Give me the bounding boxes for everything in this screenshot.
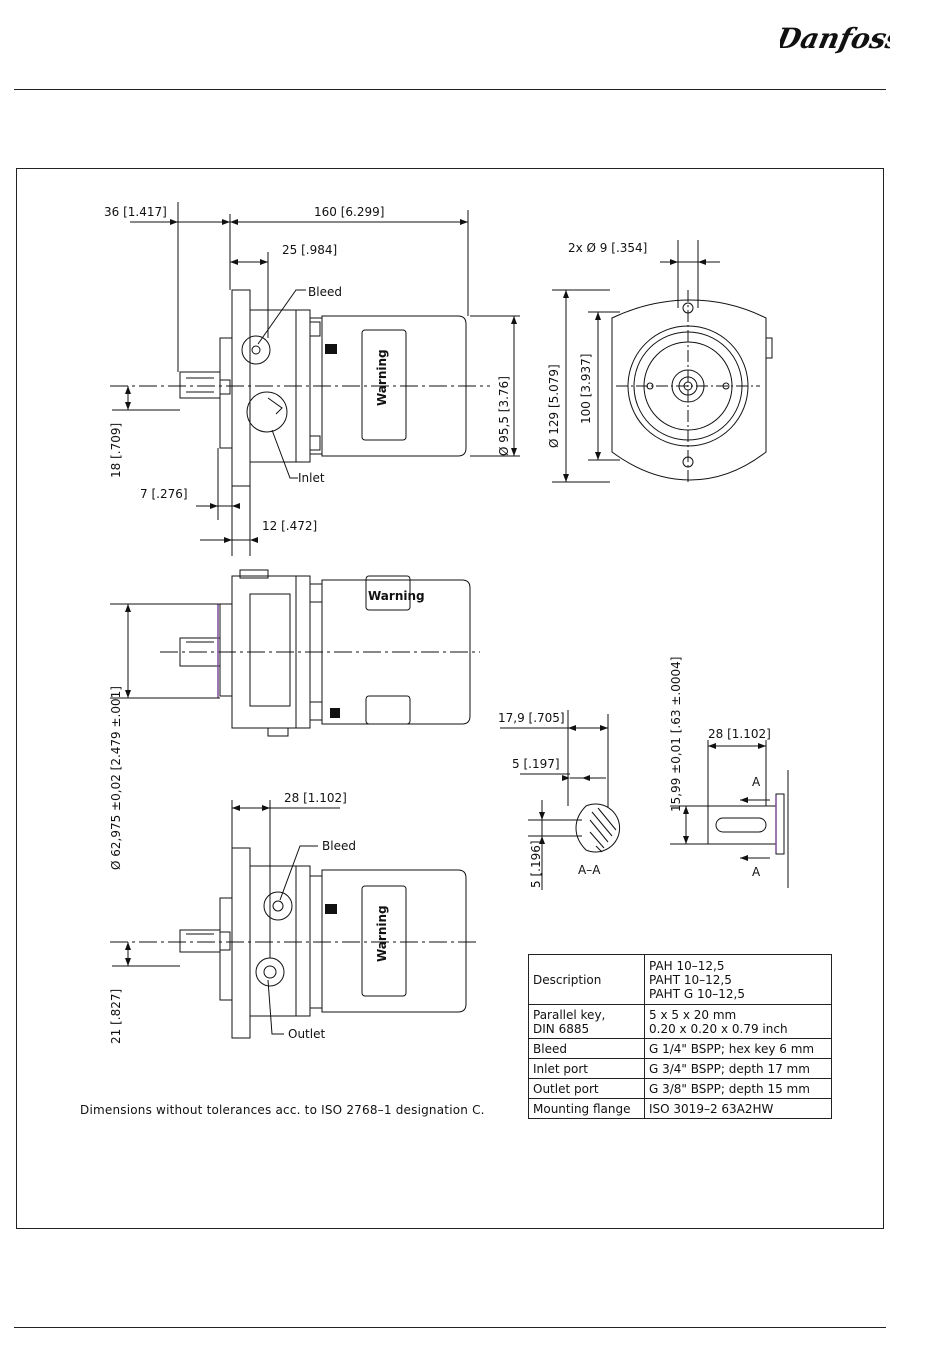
label-outlet: Outlet [288,1027,325,1041]
label-bleed-top: Bleed [308,285,342,299]
table-row: Inlet port G 3/4" BSPP; depth 17 mm [528,1058,832,1079]
shaft-detail [670,740,789,888]
dim-dia-129: Ø 129 [5.079] [547,364,561,448]
dim-7: 7 [.276] [140,487,188,501]
warning-label-1: Warning [375,349,389,406]
spec-label: Outlet port [528,1078,645,1099]
dim-dia-62: Ø 62,975 ±0,02 [2.479 ±.001] [109,686,123,870]
dim-160: 160 [6.299] [314,205,384,219]
logo-text: Danfoss [780,21,890,55]
spec-value: 5 x 5 x 20 mm 0.20 x 0.20 x 0.79 inch [644,1004,832,1039]
spec-label: Bleed [528,1038,645,1059]
spec-label: Mounting flange [528,1098,645,1119]
spec-value: PAH 10–12,5 PAHT 10–12,5 PAHT G 10–12,5 [644,954,832,1005]
dim-28-shaft: 28 [1.102] [708,727,771,741]
table-row: Mounting flange ISO 3019–2 63A2HW [528,1098,832,1119]
spec-table: Description PAH 10–12,5 PAHT 10–12,5 PAH… [528,954,832,1119]
table-row: Description PAH 10–12,5 PAHT 10–12,5 PAH… [528,954,832,1005]
table-row: Outlet port G 3/8" BSPP; depth 15 mm [528,1078,832,1099]
dim-36: 36 [1.417] [104,205,167,219]
spec-label: Inlet port [528,1058,645,1079]
drawing-frame [16,168,884,1229]
table-row: Bleed G 1/4" BSPP; hex key 6 mm [528,1038,832,1059]
label-section-a-a: A–A [578,863,601,877]
dim-15-99: 15,99 ±0,01 [.63 ±.0004] [669,657,683,812]
side-view-bottom [110,800,480,1039]
dim-5-top: 5 [.197] [512,757,560,771]
footer-rule [14,1327,886,1328]
side-view-top [179,289,467,487]
side-view-middle [160,569,480,737]
label-cut-a-top: A [752,775,761,789]
spec-label: Description [528,954,645,1005]
label-cut-a-bottom: A [752,865,761,879]
table-row: Parallel key, DIN 6885 5 x 5 x 20 mm 0.2… [528,1004,832,1039]
spec-value: G 3/4" BSPP; depth 17 mm [644,1058,832,1079]
dim-28-bottom: 28 [1.102] [284,791,347,805]
label-inlet: Inlet [298,471,325,485]
spec-value: G 1/4" BSPP; hex key 6 mm [644,1038,832,1059]
front-view [611,240,773,484]
dim-17-9: 17,9 [.705] [498,711,565,725]
header-rule [14,89,886,90]
spec-label: Parallel key, DIN 6885 [528,1004,645,1039]
section-a-a [500,710,621,890]
dim-18: 18 [.709] [109,423,123,478]
danfoss-logo: Danfoss [780,21,890,55]
spec-value: G 3/8" BSPP; depth 15 mm [644,1078,832,1099]
warning-label-3: Warning [375,905,389,962]
dim-holes: 2x Ø 9 [.354] [568,241,647,255]
tolerance-note: Dimensions without tolerances acc. to IS… [80,1103,485,1117]
dim-dia-95: Ø 95,5 [3.76] [497,376,511,456]
spec-value: ISO 3019–2 63A2HW [644,1098,832,1119]
warning-label-2: Warning [368,589,425,603]
label-bleed-bottom: Bleed [322,839,356,853]
dim-25: 25 [.984] [282,243,337,257]
dim-100: 100 [3.937] [579,354,593,424]
dim-21: 21 [.827] [109,989,123,1044]
dim-12: 12 [.472] [262,519,317,533]
dim-5-side: 5 [.196] [529,840,543,888]
